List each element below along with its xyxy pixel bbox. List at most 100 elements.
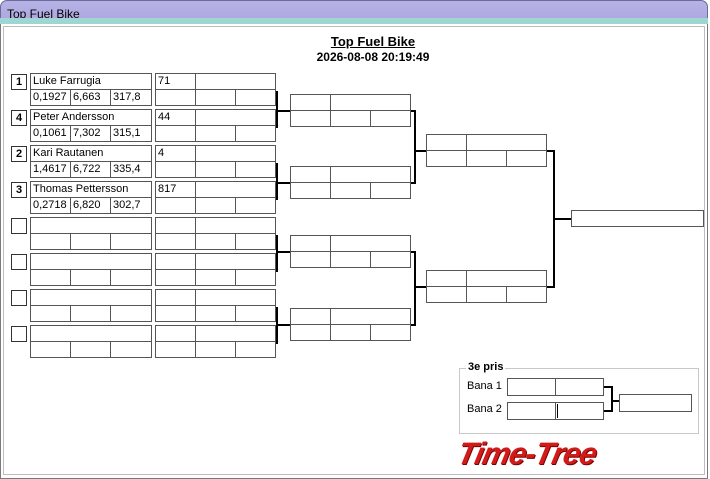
reaction-time-cell[interactable]: 0,1927 — [30, 89, 71, 106]
speed-cell[interactable]: 335,4 — [110, 161, 152, 178]
quarterfinal-cell[interactable] — [370, 182, 411, 199]
racer-name-cell[interactable]: Peter Andersson — [30, 109, 152, 126]
result-cell[interactable] — [195, 161, 236, 178]
racer-name-cell[interactable] — [30, 325, 152, 342]
elapsed-time-cell[interactable] — [70, 233, 111, 250]
racer-name-cell[interactable]: Kari Rautanen — [30, 145, 152, 162]
result-cell[interactable] — [235, 125, 276, 142]
speed-cell[interactable]: 317,8 — [110, 89, 152, 106]
semifinal-cell[interactable] — [466, 150, 507, 167]
elapsed-time-cell[interactable]: 6,722 — [70, 161, 111, 178]
elapsed-time-cell[interactable] — [70, 341, 111, 358]
semifinal-cell[interactable] — [426, 134, 467, 151]
result-cell[interactable] — [195, 305, 236, 322]
result-cell[interactable] — [195, 341, 236, 358]
quarterfinal-cell[interactable] — [290, 110, 331, 127]
result-cell[interactable] — [235, 305, 276, 322]
lane2-result-cell[interactable] — [507, 402, 556, 420]
lane1-result-cell[interactable] — [507, 378, 556, 396]
reaction-time-cell[interactable] — [30, 341, 71, 358]
quarterfinal-cell[interactable] — [370, 110, 411, 127]
result-cell[interactable] — [235, 161, 276, 178]
result-cell[interactable] — [235, 341, 276, 358]
result-cell[interactable] — [195, 289, 276, 306]
speed-cell[interactable] — [110, 233, 152, 250]
speed-cell[interactable] — [110, 305, 152, 322]
ref-number-cell[interactable] — [155, 325, 196, 342]
quarterfinal-cell[interactable] — [290, 94, 331, 111]
result-cell[interactable] — [155, 305, 196, 322]
elapsed-time-cell[interactable]: 6,820 — [70, 197, 111, 214]
result-cell[interactable] — [235, 89, 276, 106]
result-cell[interactable] — [195, 217, 276, 234]
result-cell[interactable] — [195, 269, 236, 286]
result-cell[interactable] — [195, 181, 276, 198]
result-cell[interactable] — [195, 197, 236, 214]
elapsed-time-cell[interactable] — [70, 269, 111, 286]
reaction-time-cell[interactable]: 0,1061 — [30, 125, 71, 142]
result-cell[interactable] — [235, 233, 276, 250]
reaction-time-cell[interactable] — [30, 233, 71, 250]
final-winner-cell[interactable] — [571, 210, 704, 227]
speed-cell[interactable]: 315,1 — [110, 125, 152, 142]
ref-number-cell[interactable]: 44 — [155, 109, 196, 126]
ref-number-cell[interactable]: 71 — [155, 73, 196, 90]
lane1-time-cell[interactable] — [555, 378, 604, 396]
semifinal-cell[interactable] — [506, 286, 547, 303]
result-cell[interactable] — [195, 73, 276, 90]
result-cell[interactable] — [155, 197, 196, 214]
elapsed-time-cell[interactable]: 7,302 — [70, 125, 111, 142]
elapsed-time-cell[interactable] — [70, 305, 111, 322]
semifinal-cell[interactable] — [426, 286, 467, 303]
reaction-time-cell[interactable] — [30, 269, 71, 286]
quarterfinal-cell[interactable] — [330, 182, 371, 199]
ref-number-cell[interactable] — [155, 253, 196, 270]
quarterfinal-cell[interactable] — [290, 166, 331, 183]
semifinal-cell[interactable] — [506, 150, 547, 167]
result-cell[interactable] — [195, 109, 276, 126]
quarterfinal-cell[interactable] — [330, 110, 371, 127]
semifinal-cell[interactable] — [426, 150, 467, 167]
result-cell[interactable] — [155, 161, 196, 178]
speed-cell[interactable]: 302,7 — [110, 197, 152, 214]
result-cell[interactable] — [155, 233, 196, 250]
ref-number-cell[interactable] — [155, 217, 196, 234]
speed-cell[interactable] — [110, 341, 152, 358]
result-cell[interactable] — [195, 233, 236, 250]
semifinal-cell[interactable] — [466, 270, 547, 287]
result-cell[interactable] — [155, 89, 196, 106]
quarterfinal-cell[interactable] — [370, 324, 411, 341]
racer-name-cell[interactable] — [30, 289, 152, 306]
elapsed-time-cell[interactable]: 6,663 — [70, 89, 111, 106]
semifinal-cell[interactable] — [426, 270, 467, 287]
speed-cell[interactable] — [110, 269, 152, 286]
result-cell[interactable] — [195, 145, 276, 162]
result-cell[interactable] — [195, 125, 236, 142]
racer-name-cell[interactable] — [30, 253, 152, 270]
racer-name-cell[interactable] — [30, 217, 152, 234]
result-cell[interactable] — [235, 197, 276, 214]
reaction-time-cell[interactable]: 0,2718 — [30, 197, 71, 214]
reaction-time-cell[interactable]: 1,4617 — [30, 161, 71, 178]
result-cell[interactable] — [195, 89, 236, 106]
quarterfinal-cell[interactable] — [330, 166, 411, 183]
result-cell[interactable] — [155, 269, 196, 286]
racer-name-cell[interactable]: Thomas Pettersson — [30, 181, 152, 198]
result-cell[interactable] — [155, 341, 196, 358]
quarterfinal-cell[interactable] — [330, 94, 411, 111]
reaction-time-cell[interactable] — [30, 305, 71, 322]
quarterfinal-cell[interactable] — [370, 251, 411, 268]
quarterfinal-cell[interactable] — [290, 324, 331, 341]
ref-number-cell[interactable]: 817 — [155, 181, 196, 198]
quarterfinal-cell[interactable] — [290, 235, 331, 252]
quarterfinal-cell[interactable] — [330, 324, 371, 341]
quarterfinal-cell[interactable] — [330, 235, 411, 252]
ref-number-cell[interactable]: 4 — [155, 145, 196, 162]
semifinal-cell[interactable] — [466, 134, 547, 151]
quarterfinal-cell[interactable] — [290, 251, 331, 268]
result-cell[interactable] — [195, 325, 276, 342]
quarterfinal-cell[interactable] — [290, 182, 331, 199]
racer-name-cell[interactable]: Luke Farrugia — [30, 73, 152, 90]
third-place-winner-cell[interactable] — [619, 394, 692, 412]
result-cell[interactable] — [195, 253, 276, 270]
